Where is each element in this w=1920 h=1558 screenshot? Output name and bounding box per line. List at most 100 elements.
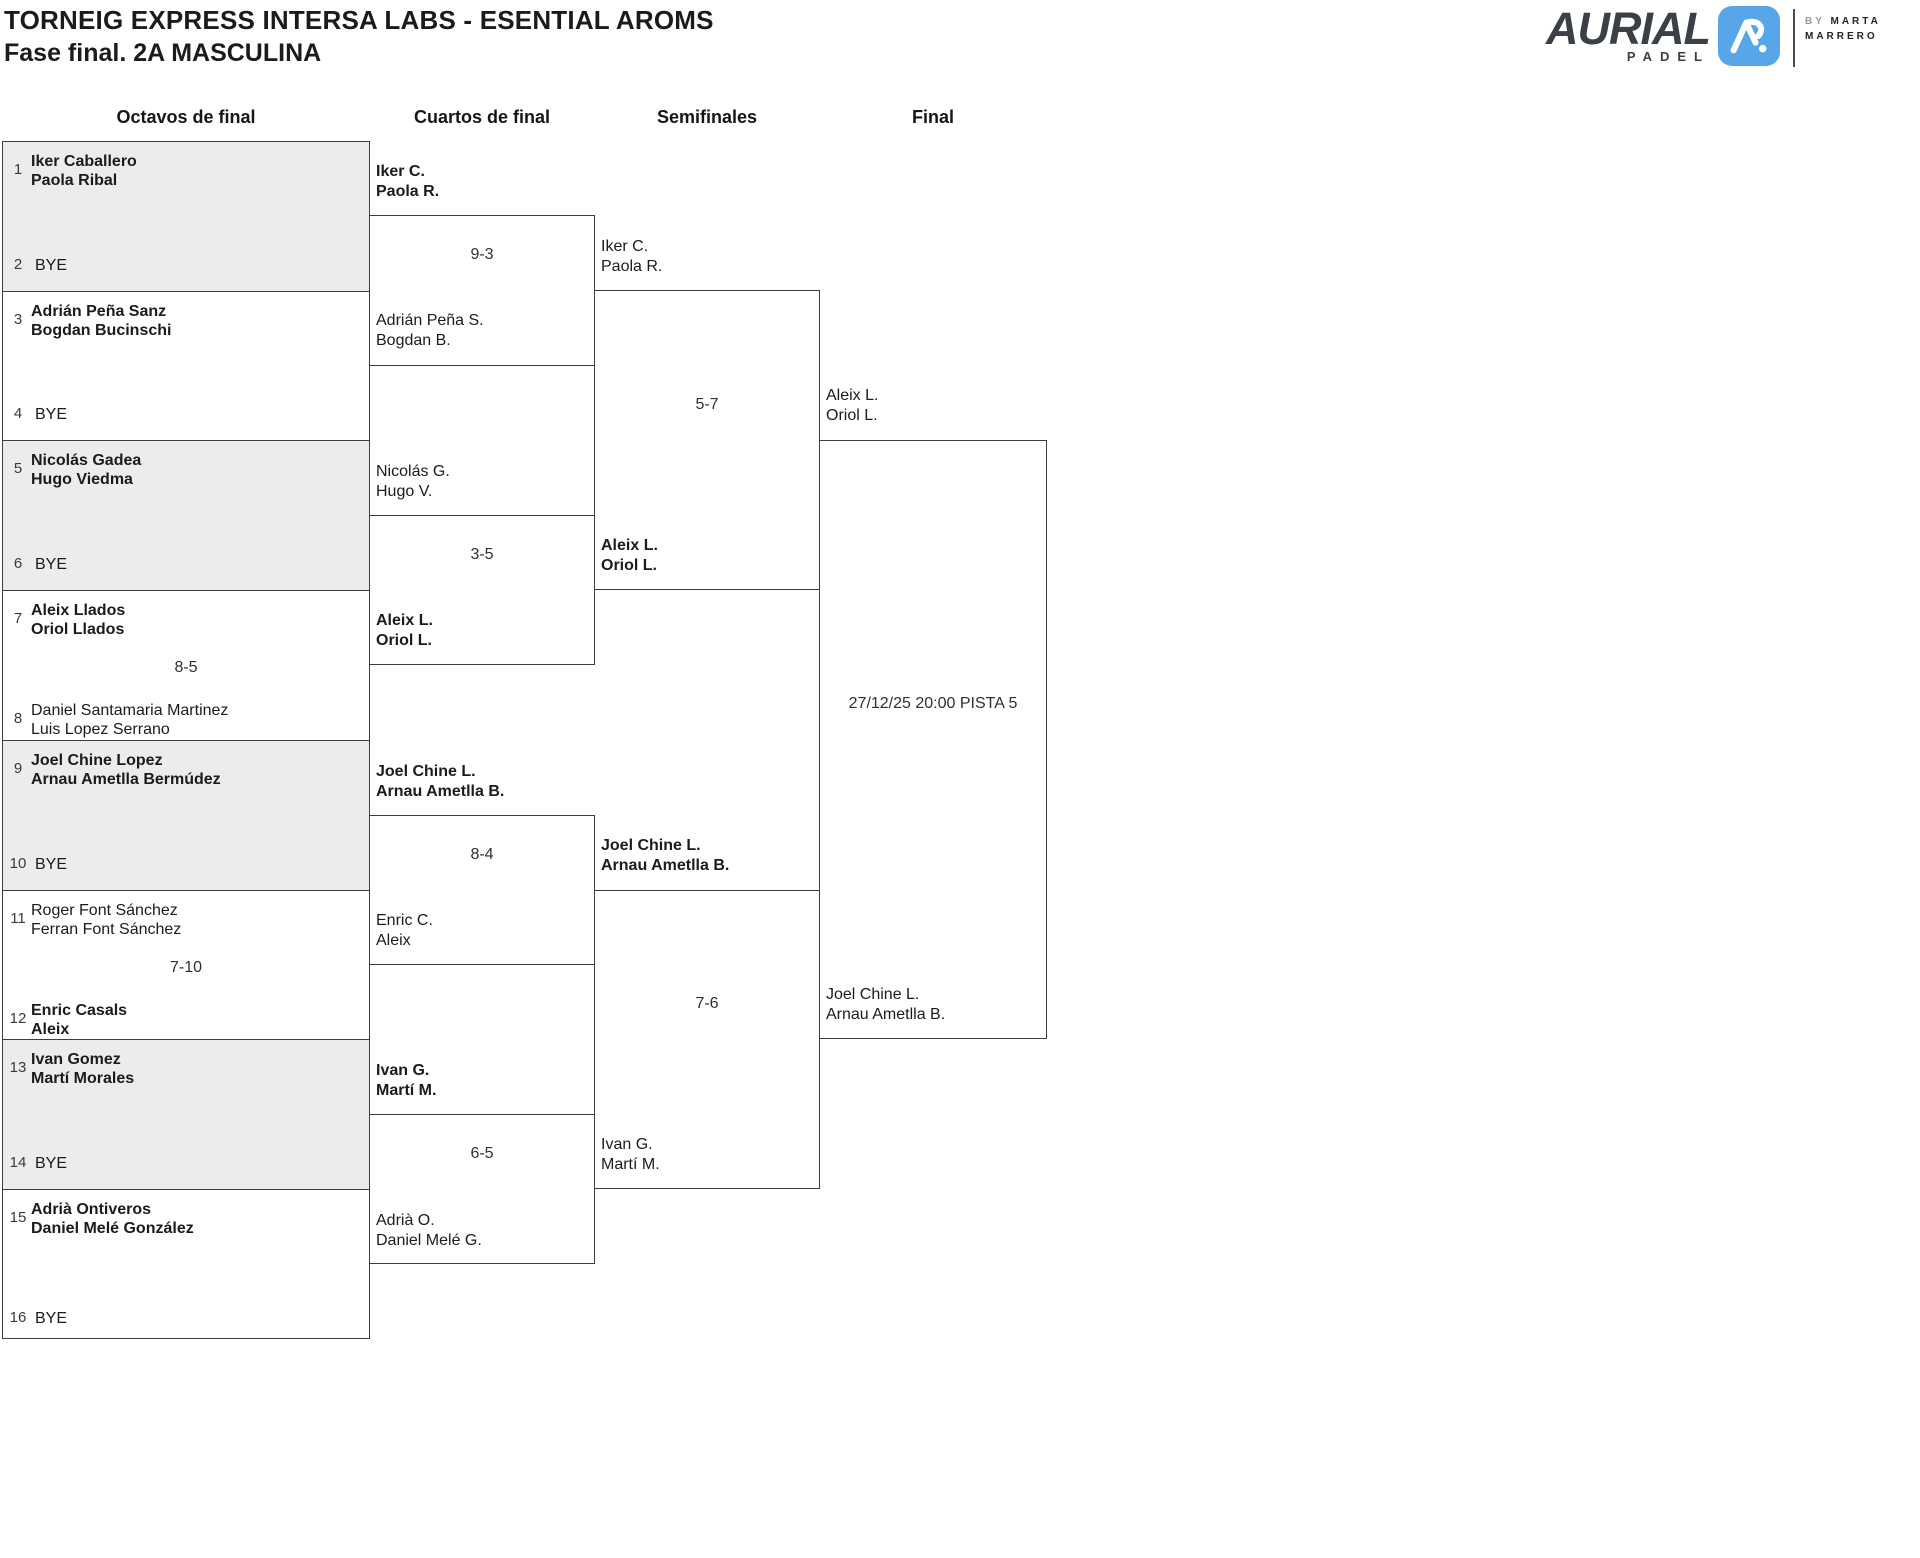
seed-number: 5 xyxy=(13,460,23,477)
player-1: Daniel Santamaria Martinez xyxy=(31,702,229,719)
player-1: Adrià Ontiveros xyxy=(31,1201,152,1218)
final-connector xyxy=(819,440,1047,1039)
player-2: Aleix xyxy=(376,932,411,949)
byline-name-1: MARTA xyxy=(1830,16,1881,27)
player-2: Martí M. xyxy=(601,1156,660,1173)
bye-entry: BYE xyxy=(35,556,68,573)
player-1: Roger Font Sánchez xyxy=(31,902,178,919)
team-entry: Aleix Llados Oriol Llados xyxy=(31,601,125,639)
player-1: Joel Chine L. xyxy=(601,837,701,854)
player-2: Bogdan B. xyxy=(376,332,451,349)
round16-column: 1 Iker Caballero Paola Ribal 2 BYE 3 Adr… xyxy=(2,141,370,1339)
quarterfinal-2-connector xyxy=(369,515,595,665)
player-2: Oriol Llados xyxy=(31,621,125,638)
player-2: Paola R. xyxy=(376,183,440,200)
qf4-score: 6-5 xyxy=(470,1145,494,1162)
aurial-monogram-icon xyxy=(1717,6,1780,66)
player-2: Paola R. xyxy=(601,258,663,275)
sf1-team-a: Iker C. Paola R. xyxy=(601,237,817,277)
sf1-team-b: Aleix L. Oriol L. xyxy=(601,536,817,576)
player-1: Enric C. xyxy=(376,912,433,929)
player-1: Ivan G. xyxy=(376,1062,430,1079)
player-2: Arnau Ametlla Bermúdez xyxy=(31,771,221,788)
quarterfinal-4-connector xyxy=(369,1114,595,1264)
team-entry: Adrián Peña Sanz Bogdan Bucinschi xyxy=(31,302,171,340)
r16-match-2-box: 3 Adrián Peña Sanz Bogdan Bucinschi 4 BY… xyxy=(3,292,369,441)
qf3-team-a: Joel Chine L. Arnau Ametlla B. xyxy=(376,762,592,802)
player-1: Aleix L. xyxy=(376,612,433,629)
match-score: 7-10 xyxy=(169,959,203,976)
player-2: Oriol L. xyxy=(826,407,878,424)
player-1: Ivan Gomez xyxy=(31,1051,121,1068)
player-2: Daniel Melé González xyxy=(31,1220,194,1237)
qf2-score: 3-5 xyxy=(470,546,494,563)
player-2: Luis Lopez Serrano xyxy=(31,721,170,738)
player-2: Ferran Font Sánchez xyxy=(31,921,182,938)
player-1: Ivan G. xyxy=(601,1136,653,1153)
round-header-cuartos: Cuartos de final xyxy=(413,107,551,127)
player-1: Joel Chine L. xyxy=(376,763,476,780)
sf1-score: 5-7 xyxy=(695,396,719,413)
byline-prefix: BY xyxy=(1804,16,1825,27)
qf1-score: 9-3 xyxy=(470,246,494,263)
team-entry: Adrià Ontiveros Daniel Melé González xyxy=(31,1200,194,1238)
player-1: Joel Chine Lopez xyxy=(31,752,163,769)
team-entry: Joel Chine Lopez Arnau Ametlla Bermúdez xyxy=(31,751,221,789)
seed-number: 12 xyxy=(9,1010,27,1027)
player-2: Aleix xyxy=(31,1021,70,1038)
player-1: Adrián Peña Sanz xyxy=(31,303,167,320)
player-2: Oriol L. xyxy=(376,632,432,649)
player-2: Paola Ribal xyxy=(31,172,118,189)
player-1: Nicolás G. xyxy=(376,463,450,480)
player-2: Martí M. xyxy=(376,1082,437,1099)
team-entry: Nicolás Gadea Hugo Viedma xyxy=(31,451,141,489)
aurial-wordmark: AURIAL PADEL xyxy=(1546,3,1711,65)
player-2: Bogdan Bucinschi xyxy=(31,322,172,339)
byline-name-2: MARRERO xyxy=(1804,31,1878,42)
r16-match-4-box: 7 Aleix Llados Oriol Llados 8-5 8 Daniel… xyxy=(3,591,369,741)
qf2-team-a: Nicolás G. Hugo V. xyxy=(376,462,592,502)
r16-match-6-box: 11 Roger Font Sánchez Ferran Font Sánche… xyxy=(3,891,369,1040)
seed-number: 16 xyxy=(9,1309,27,1326)
player-1: Iker C. xyxy=(376,163,425,180)
qf1-team-b: Adrián Peña S. Bogdan B. xyxy=(376,311,592,351)
sf2-team-b: Ivan G. Martí M. xyxy=(601,1135,817,1175)
bye-entry: BYE xyxy=(35,1155,68,1172)
team-entry: Enric Casals Aleix xyxy=(31,1001,127,1039)
player-2: Hugo Viedma xyxy=(31,471,133,488)
sf2-score: 7-6 xyxy=(695,995,719,1012)
seed-number: 4 xyxy=(13,405,23,422)
team-entry: Iker Caballero Paola Ribal xyxy=(31,152,137,190)
page-subtitle: Fase final. 2A MASCULINA xyxy=(4,39,322,67)
team-entry: Daniel Santamaria Martinez Luis Lopez Se… xyxy=(31,701,228,739)
player-1: Iker Caballero xyxy=(31,153,137,170)
sf2-team-a: Joel Chine L. Arnau Ametlla B. xyxy=(601,836,817,876)
final-schedule-note: 27/12/25 20:00 PISTA 5 xyxy=(848,695,1018,712)
qf3-score: 8-4 xyxy=(470,846,494,863)
r16-match-3-box: 5 Nicolás Gadea Hugo Viedma 6 BYE xyxy=(3,441,369,591)
brand-name: AURIAL xyxy=(1546,3,1711,54)
seed-number: 10 xyxy=(9,855,27,872)
qf3-team-b: Enric C. Aleix xyxy=(376,911,592,951)
seed-number: 8 xyxy=(13,710,23,727)
seed-number: 11 xyxy=(10,910,26,927)
bye-entry: BYE xyxy=(35,257,68,274)
seed-number: 14 xyxy=(9,1154,27,1171)
player-2: Daniel Melé G. xyxy=(376,1232,482,1249)
team-entry: Ivan Gomez Martí Morales xyxy=(31,1050,134,1088)
player-1: Adrià O. xyxy=(376,1212,435,1229)
player-1: Aleix Llados xyxy=(31,602,126,619)
monogram-glyph xyxy=(1730,18,1767,54)
bye-entry: BYE xyxy=(35,406,68,423)
r16-match-7-box: 13 Ivan Gomez Martí Morales 14 BYE xyxy=(3,1040,369,1190)
player-1: Aleix L. xyxy=(601,537,658,554)
seed-number: 9 xyxy=(13,760,23,777)
round-header-semifinales: Semifinales xyxy=(656,107,758,127)
seed-number: 13 xyxy=(9,1059,27,1076)
seed-number: 2 xyxy=(13,256,23,273)
qf2-team-b: Aleix L. Oriol L. xyxy=(376,611,592,651)
bye-entry: BYE xyxy=(35,856,68,873)
final-team-b: Joel Chine L. Arnau Ametlla B. xyxy=(826,985,1042,1025)
logo-divider xyxy=(1792,9,1795,67)
